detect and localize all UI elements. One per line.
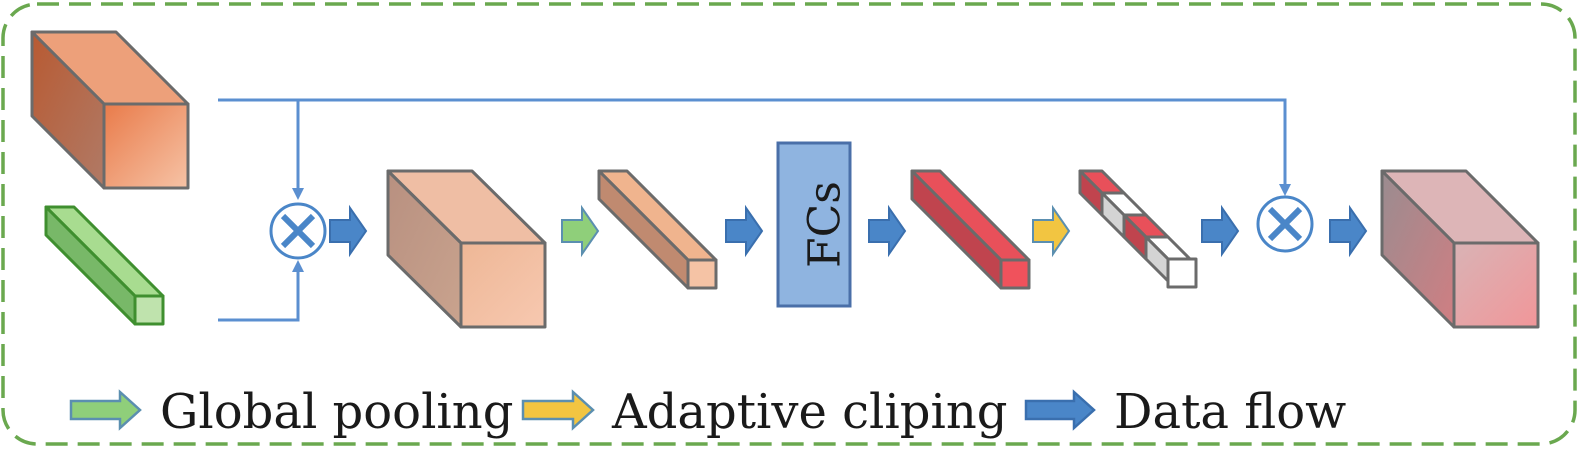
data-flow-arrow-icon [868,204,907,258]
global-pooling-arrow-icon [561,204,600,258]
legend-adaptive-clipping-label: Adaptive cliping [611,384,1007,440]
data-flow-arrow-icon [725,204,764,258]
outer-frame [1,2,1577,446]
legend-global-pooling-arrow-icon [69,389,142,431]
adaptive-clipping-arrow-icon [1032,204,1071,258]
fcs-label: FCs [800,181,851,268]
data-flow-arrow-icon [1201,204,1240,258]
fcs-block: FCs [776,141,852,308]
data-flow-arrow-icon [329,204,368,258]
attention-weight-vector [910,169,1031,290]
intermediate-feature-cube [386,169,547,329]
line-arrowheads [292,184,1291,272]
multiply-operator-1 [269,202,327,260]
legend-data-flow-arrow-icon [1024,389,1096,431]
legend-data-flow-label: Data flow [1114,384,1346,440]
auxiliary-vector-green [44,205,165,326]
clipped-weight-vector [1078,169,1198,289]
output-feature-cube [1380,169,1540,329]
pooled-vector [597,169,718,290]
multiply-operator-2 [1256,195,1314,253]
legend-adaptive-clipping-arrow-icon [521,389,595,431]
skip-connection-line [218,98,1287,322]
input-feature-cube [30,30,190,190]
legend: Global pooling Adaptive cliping Data flo… [69,384,1346,440]
legend-global-pooling-label: Global pooling [160,384,513,440]
data-flow-arrow-icon [1329,204,1368,258]
